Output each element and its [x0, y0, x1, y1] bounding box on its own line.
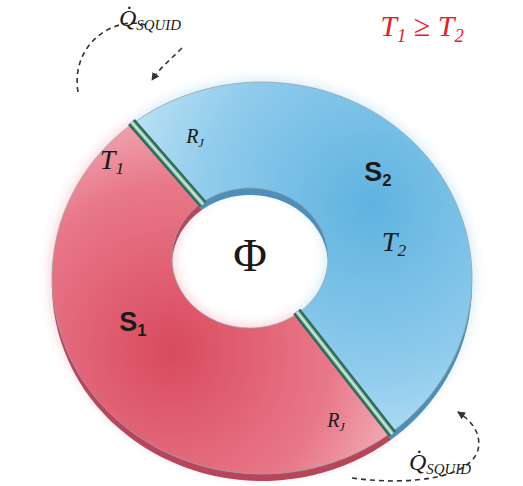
josephson-junction: [131, 122, 203, 204]
temperature-label: T2: [382, 228, 406, 256]
junction-resistance-label: RJ: [327, 410, 345, 430]
junction-resistance-label: RJ: [186, 126, 204, 146]
josephson-junction: [131, 122, 203, 204]
heat-flow-arrow: [352, 412, 479, 481]
josephson-junction: [131, 122, 203, 204]
josephson-junction: [297, 312, 393, 434]
superconductor-half: [133, 82, 472, 433]
heat-current-label: Q̇SQUID: [409, 450, 471, 474]
heat-current-label: Q̇SQUID: [119, 6, 181, 30]
temperature-condition: T1 ≥ T2: [380, 11, 463, 41]
temperature-label: T1: [100, 146, 124, 174]
superconductor-label: S2: [364, 159, 391, 186]
josephson-junction: [297, 312, 393, 434]
magnetic-flux-symbol: Φ: [233, 233, 267, 279]
josephson-junction: [297, 312, 393, 434]
superconductor-label: S1: [119, 309, 146, 336]
